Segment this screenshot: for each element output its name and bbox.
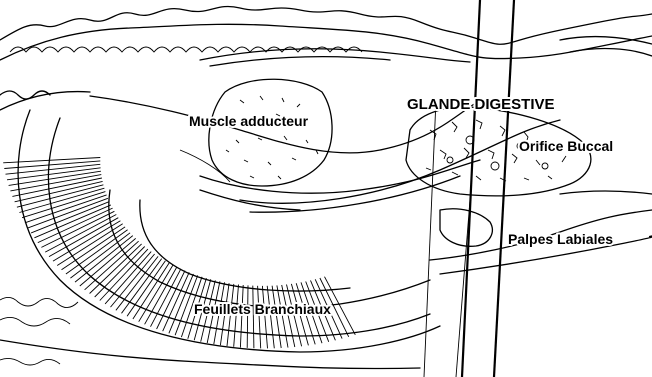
gill-filament: [262, 286, 267, 349]
gill-filament: [169, 274, 194, 333]
gill-filament: [258, 286, 261, 349]
gill-filament: [62, 227, 126, 270]
gill-filament: [31, 202, 109, 233]
gill-filament: [57, 224, 123, 266]
gill-filament: [45, 215, 116, 253]
adductor-muscle: [209, 79, 332, 186]
gill-filament: [12, 178, 102, 196]
mantle-edge: [0, 6, 652, 66]
gill-filament: [49, 218, 118, 257]
gill-filament: [15, 181, 103, 201]
label-palpes-labiales: Palpes Labiales: [508, 231, 613, 247]
label-glande-digestive: GLANDE DIGESTIVE: [407, 96, 555, 113]
label-muscle-adducteur: Muscle adducteur: [189, 113, 309, 129]
label-feuillets-branchiaux: Feuillets Branchiaux: [194, 301, 331, 317]
visceral-mass: [90, 96, 560, 212]
gill-filament: [105, 252, 151, 304]
label-orifice-buccal: Orifice Buccal: [519, 138, 613, 154]
